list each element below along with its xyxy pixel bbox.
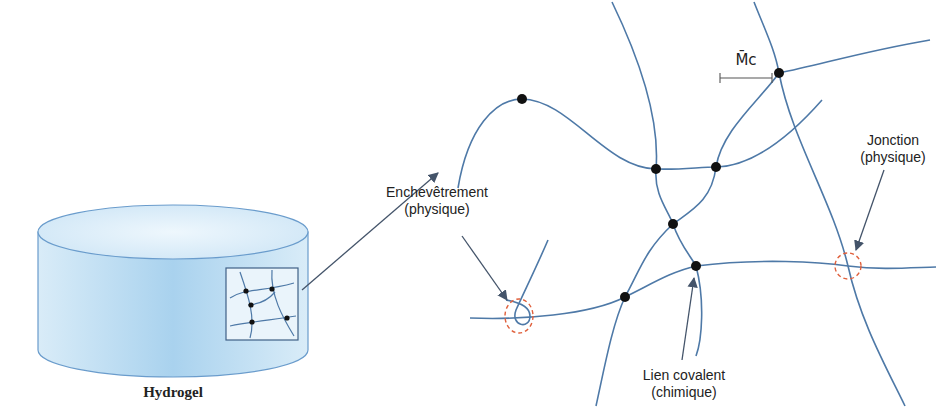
polymer-chains [458,2,936,406]
hydrogel-cylinder [38,205,308,377]
entanglement-highlight [505,299,533,333]
leader-arrow [682,278,694,360]
mc-bracket [720,73,772,83]
crosslink-dots [517,68,784,302]
caption-label: Hydrogel [143,384,203,401]
leader-arrow [856,170,884,250]
callout-label: Enchevêtrement (physique) [386,184,488,218]
leader-arrow [462,236,507,300]
mc-label: M̄c [735,50,756,70]
callout-label: Jonction (physique) [860,132,925,166]
junction-highlight [835,253,861,279]
callout-label: Lien covalent (chimique) [632,367,736,401]
